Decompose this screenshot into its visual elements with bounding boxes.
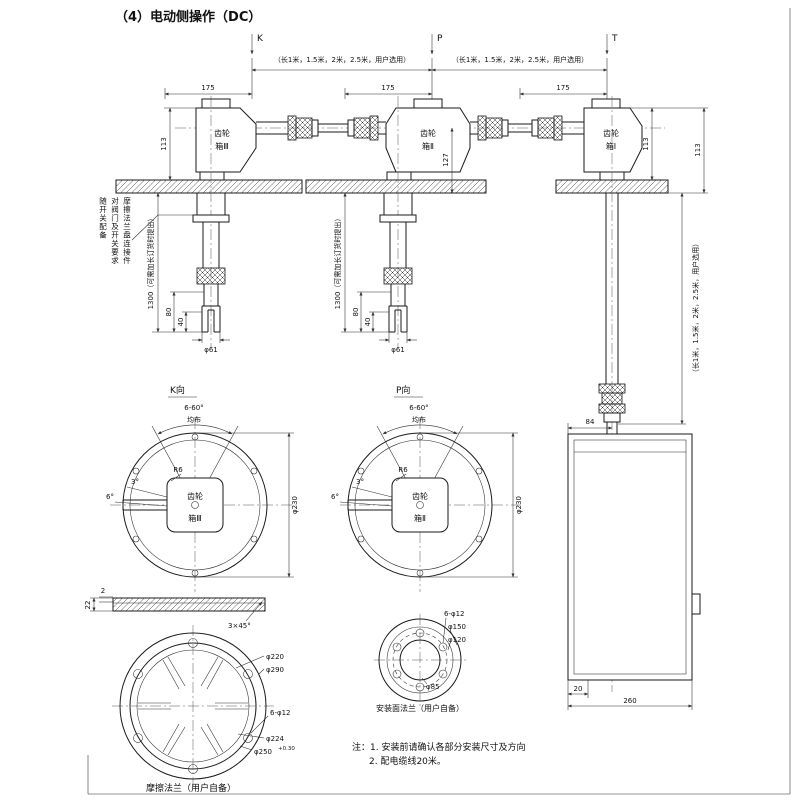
gearbox-2-side-view: 齿轮 箱Ⅱ <box>385 98 584 173</box>
dim-f220: φ220 <box>266 653 284 661</box>
dim-m-bolt: 6-φ12 <box>444 610 465 618</box>
dim-sec-2: 2 <box>101 587 105 595</box>
dim-m150: φ150 <box>448 623 466 631</box>
dim-127: 127 <box>442 153 450 166</box>
p-r6-label: R6 <box>398 466 408 474</box>
friction-flange-caption: 摩擦法兰（用户自备） <box>146 782 236 794</box>
dim-phi230-k: φ230 <box>291 496 299 514</box>
mounting-plates <box>115 171 669 194</box>
dim-rod-length: （长1米，1.5米，2米，2.5米，用户选用） <box>691 240 700 376</box>
dim-chamfer: 3×45° <box>228 622 251 630</box>
dim-40-1: 40 <box>177 318 185 327</box>
dim-phi61-1: φ61 <box>204 346 218 354</box>
gearbox-1-side-view: 齿轮 箱Ⅰ <box>583 98 643 173</box>
k-r6-label: R6 <box>173 466 183 474</box>
dim-f-bolt: 6-φ12 <box>270 709 291 717</box>
dim-m120: φ120 <box>448 636 466 644</box>
dim-113-3: 113 <box>694 143 702 156</box>
view-marker-k: K <box>257 34 264 44</box>
dim-84: 84 <box>586 418 595 426</box>
notes: 注：1. 安装前请确认各部分安装尺寸及方向 2. 配电缆线20米。 <box>352 741 525 767</box>
p-angle-3: 3° <box>356 478 364 486</box>
p-view-gearbox-label-2: 箱Ⅱ <box>414 513 426 523</box>
dim-80-2: 80 <box>352 308 360 317</box>
dim-175-3: 175 <box>556 84 569 92</box>
k-angle-6: 6° <box>106 493 114 501</box>
mount-flange-view: 6-φ12 φ150 φ120 φ85 安装面法兰（用户自备） <box>374 610 466 713</box>
note-line-1: 注：1. 安装前请确认各部分安装尺寸及方向 <box>352 741 525 753</box>
dim-f250-tolerance: +0.30 <box>278 746 295 752</box>
flange-section-view: 2 22 3×45° <box>84 587 266 630</box>
dim-40-2: 40 <box>364 318 372 327</box>
dim-113-2: 113 <box>642 137 650 150</box>
dim-phi230-p: φ230 <box>515 496 523 514</box>
view-arrows: K P T <box>250 34 618 55</box>
stem-1 <box>192 96 230 348</box>
gearbox-1-label-2: 箱Ⅰ <box>606 141 616 151</box>
k-view: K向 6-60° 均布 齿轮 箱Ⅲ 3° 6° R6 φ230 <box>106 384 299 592</box>
mount-flange-caption: 安装面法兰（用户自备） <box>376 703 464 713</box>
p-fan-label: 6-60° <box>409 404 428 412</box>
gearbox-1-label-1: 齿轮 <box>603 128 619 138</box>
p-view: P向 6-60° 均布 齿轮 箱Ⅱ 3° 6° R6 φ230 <box>331 384 523 592</box>
stem-2 <box>379 96 417 348</box>
vertical-rod-and-actuator: 84 20 260 <box>567 96 701 710</box>
k-view-gearbox-label-1: 齿轮 <box>187 491 203 501</box>
k-view-gearbox-label-2: 箱Ⅲ <box>188 513 202 523</box>
sheet-frame <box>87 8 791 795</box>
p-view-label: P向 <box>396 384 410 396</box>
dim-20: 20 <box>574 685 583 693</box>
annotation-col-3: 随开关配备 <box>98 196 107 240</box>
friction-flange-view: φ220 φ290 6-φ12 φ224 φ250 +0.30 摩擦法兰（用户自… <box>112 625 295 794</box>
assembly-1-dims: 113 1300（可需加长订货时提出） 40 80 φ61 <box>146 107 230 354</box>
p-angle-6: 6° <box>331 493 339 501</box>
k-fan-label: 6-60° <box>184 404 203 412</box>
right-side-dims: 113 113 （长1米，1.5米，2米，2.5米，用户选用） <box>618 107 708 425</box>
dim-f290: φ290 <box>266 666 284 674</box>
gearbox-3-side-view: 齿轮 箱Ⅲ <box>195 98 386 173</box>
assembly-2-dims: 127 1300（可需加长订货时提出） 40 80 φ61 <box>333 127 454 354</box>
dim-1300-1: 1300（可需加长订货时提出） <box>146 215 155 310</box>
gearbox-3-label-2: 箱Ⅲ <box>215 141 229 151</box>
dim-80-1: 80 <box>165 308 173 317</box>
annotation-col-2: 对阀门及开关要求 <box>110 196 119 265</box>
view-marker-t: T <box>611 34 618 44</box>
gearbox-3-label-1: 齿轮 <box>214 128 230 138</box>
k-view-label: K向 <box>170 384 185 396</box>
dim-shaft-length-1: （长1米，1.5米，2米，2.5米，用户选用） <box>274 55 410 64</box>
dim-175-2: 175 <box>381 84 394 92</box>
page-title: （4）电动侧操作（DC） <box>115 9 261 25</box>
dim-m85: φ85 <box>426 683 440 691</box>
k-fan-even-label: 均布 <box>187 415 201 424</box>
dim-shaft-length-2: （长1米，1.5米，2米，2.5米，用户选用） <box>452 55 588 64</box>
view-marker-p: P <box>437 34 443 44</box>
gearbox-2-label-2: 箱Ⅱ <box>422 141 434 151</box>
dim-175-1: 175 <box>201 84 214 92</box>
dim-f224: φ224 <box>266 735 285 743</box>
annotation-col-1: 摩擦法兰盘连接件 <box>122 196 131 265</box>
dim-1300-2: 1300（可需加长订货时提出） <box>333 215 342 310</box>
p-fan-even-label: 均布 <box>412 415 426 424</box>
p-view-gearbox-label-1: 齿轮 <box>412 491 428 501</box>
dim-113-1: 113 <box>160 137 168 150</box>
gearbox-2-label-1: 齿轮 <box>420 128 436 138</box>
shaft-length-dims: （长1米，1.5米，2米，2.5米，用户选用） （长1米，1.5米，2米，2.5… <box>164 55 608 99</box>
dim-260: 260 <box>623 697 636 705</box>
k-angle-3: 3° <box>131 478 139 486</box>
dim-phi61-2: φ61 <box>391 346 405 354</box>
dim-f250: φ250 <box>254 748 272 756</box>
note-line-2: 2. 配电缆线20米。 <box>369 755 446 767</box>
dim-sec-22: 22 <box>84 601 92 610</box>
